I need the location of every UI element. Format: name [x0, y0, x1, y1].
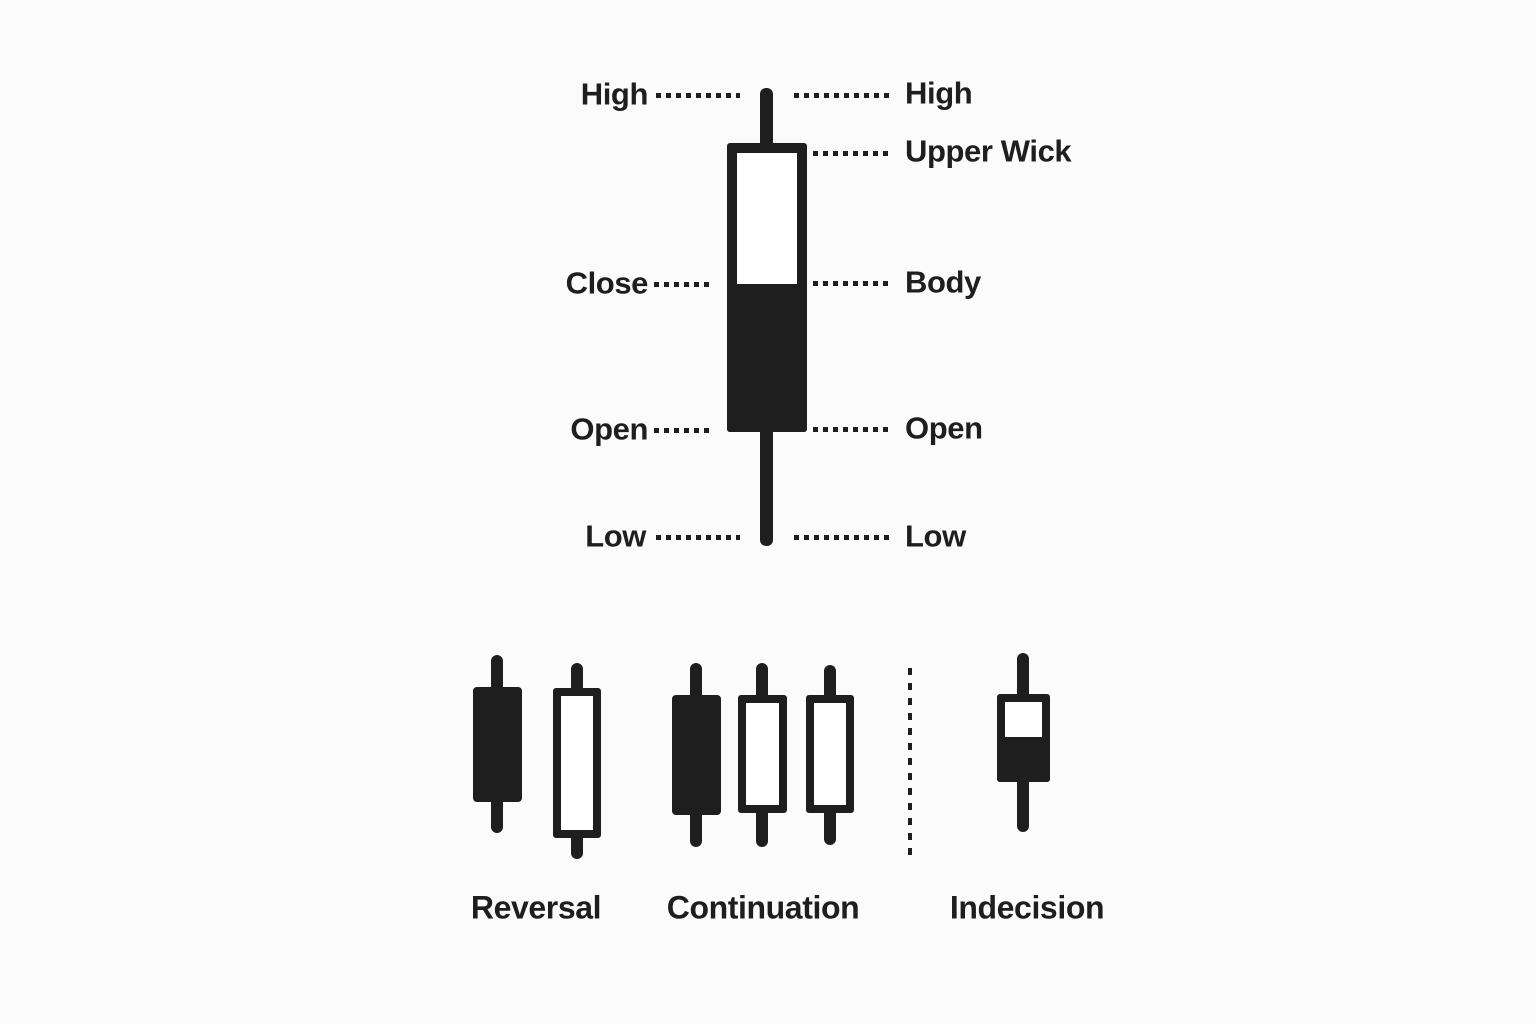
upper-wick: [760, 88, 773, 148]
connector-open-left: [654, 428, 712, 433]
connector-high-right: [794, 93, 890, 98]
candle-body: [553, 688, 601, 838]
candle-body: [806, 695, 854, 813]
connector-open-right: [813, 427, 891, 432]
candle-body: [738, 695, 787, 813]
candle-upper-wick: [824, 665, 836, 699]
connector-high-left: [656, 93, 740, 98]
candle-body-filled-section: [997, 737, 1050, 782]
candle-body: [672, 695, 721, 815]
candle-lower-wick: [756, 811, 768, 847]
candle-lower-wick: [1017, 779, 1029, 832]
candle-lower-wick: [824, 811, 836, 845]
candle-upper-wick: [690, 663, 702, 699]
candle-upper-wick: [571, 663, 583, 692]
label-open-right: Open: [905, 410, 983, 446]
connector-upper-wick: [813, 151, 893, 156]
label-low-right: Low: [905, 518, 966, 554]
connector-low-right: [794, 535, 890, 540]
candle-upper-wick: [756, 663, 768, 699]
candle-body: [473, 687, 522, 802]
candle-lower-wick: [690, 813, 702, 847]
label-open-left: Open: [570, 411, 648, 447]
connector-body: [813, 281, 891, 286]
pattern-label-reversal: Reversal: [470, 889, 602, 926]
candle-lower-wick: [571, 834, 583, 859]
label-close-left: Close: [565, 265, 649, 301]
connector-close-left: [654, 282, 712, 287]
lower-wick: [760, 430, 773, 546]
connector-low-left: [656, 535, 740, 540]
candle-upper-wick: [491, 655, 503, 691]
pattern-label-continuation: Continuation: [666, 889, 860, 926]
candle-body-filled-section: [727, 284, 807, 432]
label-high-right: High: [905, 75, 973, 111]
label-upper-wick: Upper Wick: [905, 133, 1072, 169]
label-high-left: High: [580, 76, 649, 112]
divider-dashed-line: [908, 668, 912, 860]
pattern-label-indecision: Indecision: [949, 889, 1105, 926]
candle-upper-wick: [1017, 653, 1029, 700]
candle-lower-wick: [491, 800, 503, 833]
label-body: Body: [905, 264, 981, 300]
label-low-left: Low: [585, 518, 646, 554]
